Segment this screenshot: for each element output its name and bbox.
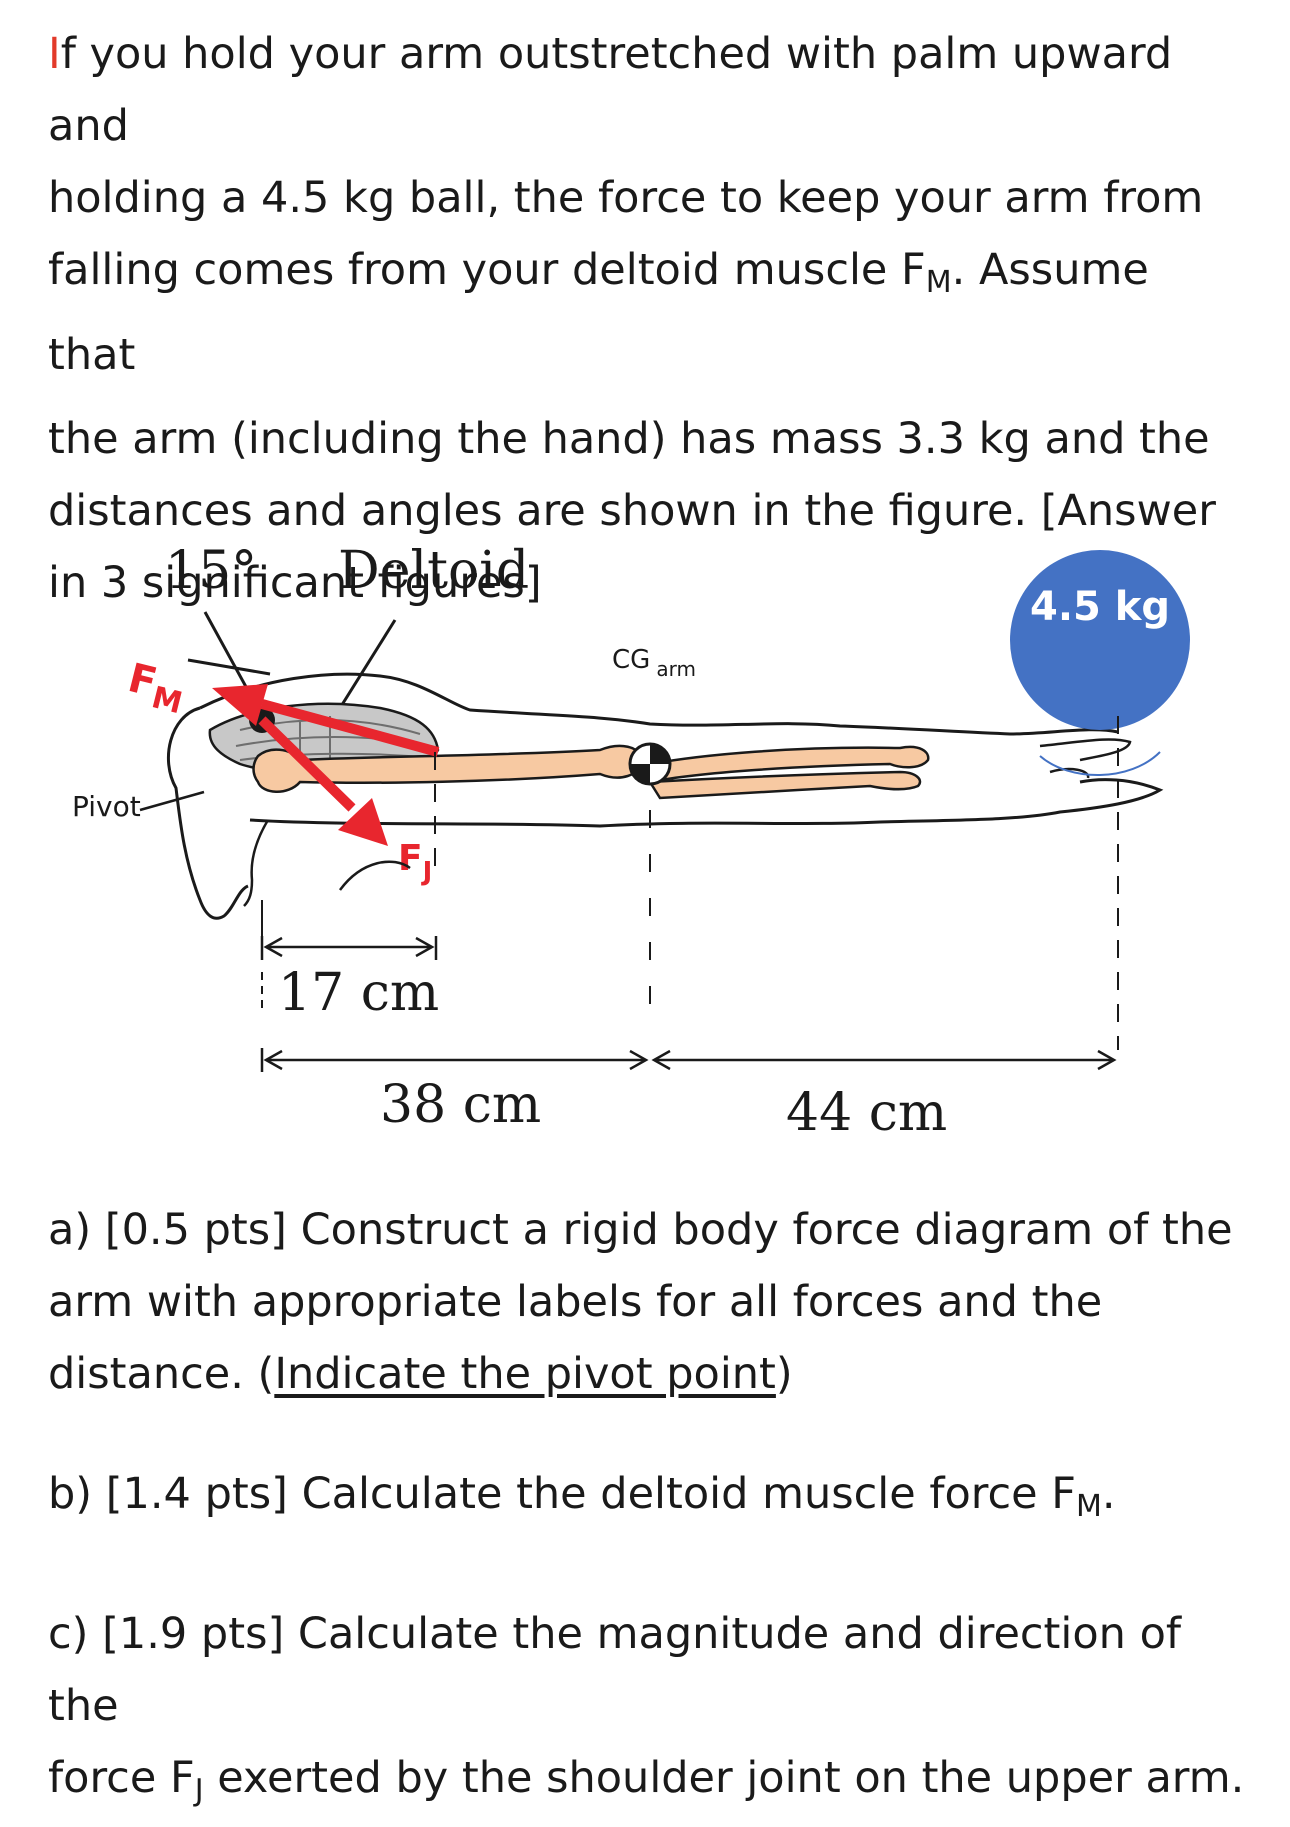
question-c: c) [1.9 pts] Calculate the magnitude and…	[48, 1598, 1248, 1827]
pivot-pointer	[139, 790, 205, 812]
dim-44-label: 44 cm	[786, 1083, 947, 1140]
arm-outline-top	[199, 672, 1119, 736]
dim-17-left-arrow	[263, 936, 283, 958]
fj-arrow-head	[338, 798, 388, 846]
deltoid-label: Deltoid	[338, 541, 529, 601]
intro-first-letter: I	[48, 29, 61, 79]
shoulder-outline	[167, 706, 249, 920]
fj-angle-arc	[338, 860, 411, 891]
intro-line-2: holding a 4.5 kg ball, the force to keep…	[48, 173, 1204, 223]
question-c-line-2: force FJ exerted by the shoulder joint o…	[48, 1753, 1245, 1808]
scapula-outline	[243, 819, 270, 907]
pivot-point-instruction: Indicate the pivot point	[274, 1349, 776, 1399]
hand-outline	[1039, 738, 1132, 779]
humerus-bone	[252, 744, 644, 793]
intro-line-6: in 3 significant figures]	[48, 558, 542, 608]
fj-arrow-shaft	[258, 716, 356, 812]
question-c-line-1: c) [1.9 pts] Calculate the magnitude and…	[48, 1609, 1182, 1731]
ulna-bone	[647, 770, 922, 800]
question-a-line-2: arm with appropriate labels for all forc…	[48, 1277, 1103, 1327]
intro-line-5: distances and angles are shown in the fi…	[48, 486, 1216, 536]
intro-paragraph: If you hold your arm outstretched with p…	[48, 18, 1248, 619]
ball-lower-arc	[1039, 751, 1161, 776]
deltoid-pointer	[338, 619, 397, 709]
dim-17-label: 17 cm	[278, 963, 439, 1023]
ball-label: 4.5 kg	[1030, 584, 1170, 630]
angle-reference-line	[187, 658, 271, 676]
question-a-line-1: a) [0.5 pts] Construct a rigid body forc…	[48, 1205, 1233, 1255]
question-a: a) [0.5 pts] Construct a rigid body forc…	[48, 1194, 1248, 1410]
angle-label: 15°	[165, 541, 257, 601]
question-a-line-3: distance. (Indicate the pivot point)	[48, 1349, 793, 1399]
ball	[1010, 550, 1190, 730]
dim-38-left-arrow	[263, 1049, 283, 1071]
radius-bone	[637, 745, 930, 784]
dim-44-left-arrow	[651, 1049, 671, 1071]
cg-marker	[628, 742, 672, 786]
fj-label: FJ	[398, 838, 432, 887]
dim-17-right-arrow	[415, 936, 435, 958]
intro-line-4: the arm (including the hand) has mass 3.…	[48, 414, 1210, 464]
arm-outline-bottom	[249, 778, 1164, 828]
question-b: b) [1.4 pts] Calculate the deltoid muscl…	[48, 1469, 1116, 1524]
dim-38-right-arrow	[629, 1049, 649, 1071]
dim-38-label: 38 cm	[380, 1075, 541, 1135]
pivot-label: Pivot	[72, 790, 141, 823]
fm-arrow-head	[212, 684, 268, 726]
fm-label: FM	[122, 655, 191, 721]
intro-line-3: falling comes from your deltoid muscle F…	[48, 245, 1149, 380]
dim-44-right-arrow	[1097, 1049, 1117, 1071]
fm-arrow-shaft	[260, 699, 440, 757]
intro-line-1: If you hold your arm outstretched with p…	[48, 29, 1173, 151]
